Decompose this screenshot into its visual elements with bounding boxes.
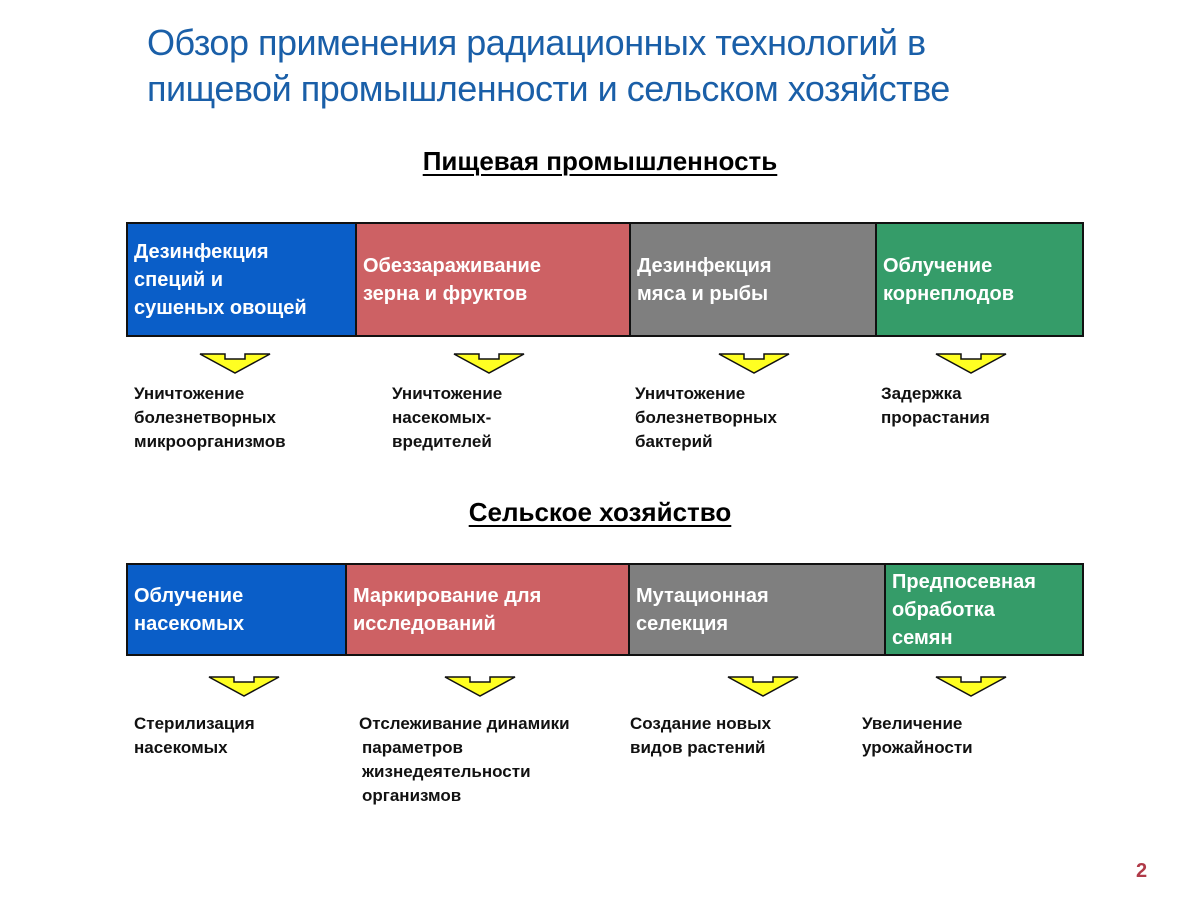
down-arrow-icon xyxy=(935,676,1007,697)
down-arrow-icon xyxy=(718,353,790,374)
down-arrow-icon xyxy=(199,353,271,374)
down-arrow-icon xyxy=(208,676,280,697)
slide-title: Обзор применения радиационных технологий… xyxy=(147,20,1107,112)
slide-title-line2: пищевой промышленности и сельском хозяйс… xyxy=(147,68,950,109)
down-arrow-icon xyxy=(444,676,516,697)
down-arrow-icon xyxy=(727,676,799,697)
agri-result-tracking: Отслеживание динамики параметров жизнеде… xyxy=(359,714,570,805)
food-section-heading: Пищевая промышленность xyxy=(422,146,778,176)
slide-title-line1: Обзор применения радиационных технологий… xyxy=(147,22,926,63)
down-arrow-icon xyxy=(935,353,1007,374)
agriculture-section-heading: Сельское хозяйство xyxy=(468,497,732,527)
page-number: 2 xyxy=(1136,860,1148,882)
down-arrow-icon xyxy=(453,353,525,374)
